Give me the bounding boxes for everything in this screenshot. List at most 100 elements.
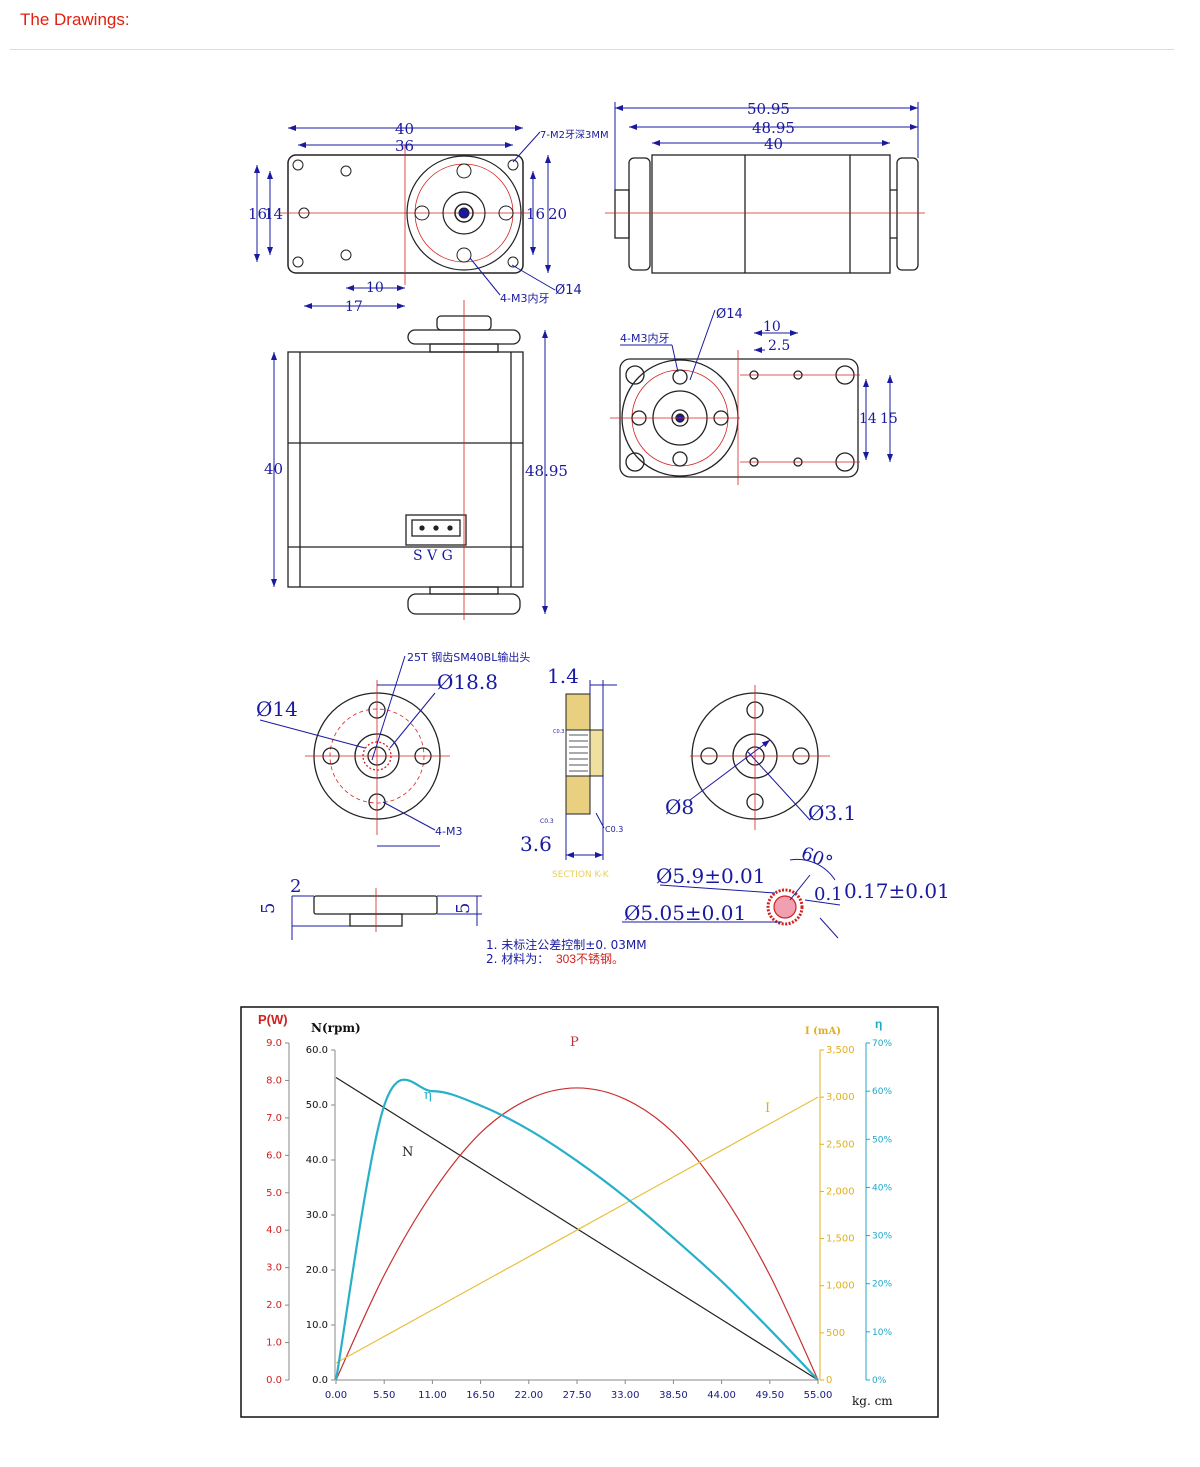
dia-3-1: Ø3.1 — [808, 801, 856, 825]
bottom-view — [610, 350, 860, 485]
tick-label-eta: 70% — [872, 1039, 892, 1049]
gear-note: 25T 钢齿SM40BL输出头 — [407, 650, 530, 664]
tick-label-i: 2,000 — [826, 1186, 855, 1197]
dim-48-95-front: 48.95 — [525, 462, 568, 480]
chamfer-c: C0.3 — [605, 825, 623, 834]
series-label-i: I — [765, 1101, 770, 1116]
performance-chart: P(W) N(rpm) I (mA) η kg. cm 0.01.02.03.0… — [240, 1006, 939, 1418]
tick-label-n: 40.0 — [306, 1155, 328, 1166]
dim-14: 14 — [264, 205, 283, 223]
thread-note: 7-M2牙深3MM — [540, 129, 609, 141]
connector-label: S V G — [413, 548, 453, 564]
tick-label-n: 20.0 — [306, 1265, 328, 1276]
tick-label-i: 2,500 — [826, 1139, 855, 1150]
x-tick-label: 5.50 — [373, 1390, 395, 1401]
tick-label-eta: 50% — [872, 1135, 892, 1145]
dia-5-9: Ø5.9±0.01 — [656, 864, 766, 888]
top-view-labels: 40 36 7-M2牙深3MM 16 14 16 20 10 17 4-M3内牙… — [248, 120, 609, 315]
holes-note-bottom: 4-M3内牙 — [620, 331, 669, 345]
horn-front-view — [305, 680, 450, 835]
front-view — [287, 300, 524, 620]
horn-section — [565, 693, 604, 815]
x-tick-label: 33.00 — [611, 1390, 640, 1401]
dia-18-8: Ø18.8 — [437, 670, 498, 694]
horn-side-dims — [291, 895, 482, 940]
axis-label-n: N(rpm) — [311, 1021, 361, 1035]
tick-label-n: 30.0 — [306, 1210, 328, 1221]
horn-front-labels: 25T 钢齿SM40BL输出头 Ø18.8 Ø14 4-M3 — [256, 650, 530, 838]
dim-48-95: 48.95 — [752, 119, 795, 137]
tick-label-p: 4.0 — [266, 1225, 282, 1236]
x-tick-label: 55.00 — [804, 1390, 833, 1401]
series-line-i — [335, 1096, 819, 1364]
dim-5-right: 5 — [453, 903, 474, 914]
x-tick-label: 49.50 — [755, 1390, 784, 1401]
x-tick-label: 22.00 — [514, 1390, 543, 1401]
dim-16-right: 16 — [526, 205, 545, 223]
tick-label-i: 3,000 — [826, 1092, 855, 1103]
horn-section-labels: 1.4 3.6 C0.3 C0.3 C0.3 SECTION K-K — [520, 664, 623, 880]
tick-label-eta: 10% — [872, 1328, 892, 1338]
tick-label-eta: 30% — [872, 1232, 892, 1242]
top-view-dims — [254, 125, 556, 309]
divider — [10, 49, 1174, 50]
x-tick-label: 27.50 — [563, 1390, 592, 1401]
chamfer-b: C0.3 — [540, 818, 554, 825]
tick-label-p: 9.0 — [266, 1038, 282, 1049]
dim-14-bottom: 14 — [859, 411, 877, 427]
bottom-view-dims — [620, 309, 893, 462]
series-label-n: N — [402, 1145, 413, 1160]
tick-label-i: 500 — [826, 1328, 845, 1339]
x-tick-label: 0.00 — [325, 1390, 347, 1401]
dim-10-bottom: 10 — [763, 319, 781, 335]
chart-frame — [240, 1006, 939, 1418]
axis-label-eta: η — [875, 1017, 882, 1031]
angle-60: 60° — [798, 843, 835, 874]
horn-side-labels: 2 5 5 — [258, 876, 474, 914]
note-1: 1. 未标注公差控制±0. 03MM — [486, 937, 647, 952]
x-tick-label: 16.50 — [466, 1390, 495, 1401]
axis-label-p: P(W) — [258, 1012, 288, 1027]
tick-label-n: 50.0 — [306, 1100, 328, 1111]
tick-label-n: 0.0 — [312, 1375, 328, 1386]
side-view-dims — [614, 102, 919, 190]
series-line-eta — [334, 1078, 819, 1381]
dia-14-bottom: Ø14 — [716, 307, 743, 322]
dim-40-front: 40 — [264, 460, 283, 478]
front-view-dims — [271, 330, 548, 614]
horn-side-view — [313, 888, 438, 932]
dia-14: Ø14 — [555, 283, 582, 298]
dim-10: 10 — [366, 280, 384, 296]
dim-3-6: 3.6 — [520, 832, 552, 856]
tick-label-p: 8.0 — [266, 1075, 282, 1086]
horn-front-dims — [259, 655, 440, 847]
top-view — [280, 145, 530, 285]
dia-14-horn: Ø14 — [256, 697, 298, 721]
dim-2-5: 2.5 — [768, 338, 790, 354]
series-line-p — [335, 1087, 819, 1381]
horn-back-labels: Ø8 Ø3.1 — [665, 795, 856, 825]
dim-2: 2 — [290, 876, 301, 897]
tick-label-i: 1,000 — [826, 1281, 855, 1292]
side-view — [605, 154, 925, 274]
spline-dims — [622, 858, 841, 939]
tick-label-eta: 60% — [872, 1087, 892, 1097]
dim-1-4: 1.4 — [547, 664, 579, 688]
chamfer-a: C0.3 — [553, 729, 564, 735]
spline-labels: Ø5.9±0.01 Ø5.05±0.01 0.1 0.17±0.01 60° — [624, 843, 950, 925]
tick-label-p: 6.0 — [266, 1150, 282, 1161]
series-label-eta: η — [424, 1088, 432, 1103]
x-tick-label: 11.00 — [418, 1390, 447, 1401]
dia-5-05: Ø5.05±0.01 — [624, 901, 746, 925]
side-view-labels: 50.95 48.95 40 — [747, 100, 795, 153]
dim-50-95: 50.95 — [747, 100, 790, 118]
tick-label-i: 0 — [826, 1375, 832, 1386]
note-2-material: 303不锈钢。 — [556, 952, 624, 966]
dim-16: 16 — [248, 205, 267, 223]
horn-back-dims — [689, 739, 811, 821]
horn-section-dims — [565, 680, 617, 860]
series-line-n — [335, 1076, 819, 1381]
x-tick-label: 44.00 — [707, 1390, 736, 1401]
dim-20: 20 — [548, 205, 567, 223]
